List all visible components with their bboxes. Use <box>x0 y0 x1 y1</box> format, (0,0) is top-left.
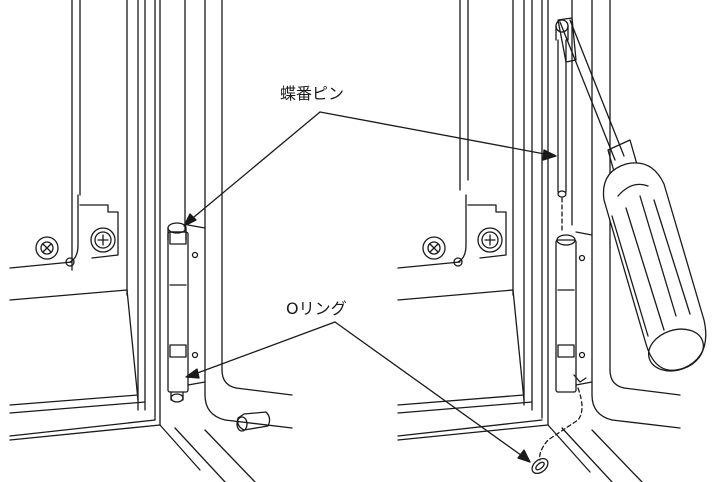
removed-hinge-pin <box>555 19 569 198</box>
left-panel-before <box>9 0 293 482</box>
right-hinge <box>555 231 593 393</box>
o-ring-arrow-right <box>334 321 526 459</box>
hinge-pin-arrow-left <box>187 111 321 223</box>
oring-guide-dashed-line <box>539 387 583 461</box>
screwdriver <box>557 17 707 372</box>
hinge-pin-arrow-right <box>319 111 551 156</box>
left-cabinet-frame <box>9 0 161 441</box>
hinge-pin-label: 蝶番ピン <box>280 84 345 103</box>
callout-arrows <box>183 111 557 463</box>
o-ring <box>531 457 549 475</box>
right-cabinet-frame <box>397 0 549 441</box>
left-hinge <box>167 222 206 403</box>
o-ring-arrow-left <box>191 321 336 376</box>
left-latch-assembly <box>35 194 119 267</box>
o-ring-label: Oリング <box>286 299 347 318</box>
left-stopper-knob <box>236 411 271 432</box>
right-panel-removal <box>397 0 707 482</box>
left-door-panel <box>159 0 293 482</box>
right-latch-assembly <box>422 194 507 267</box>
